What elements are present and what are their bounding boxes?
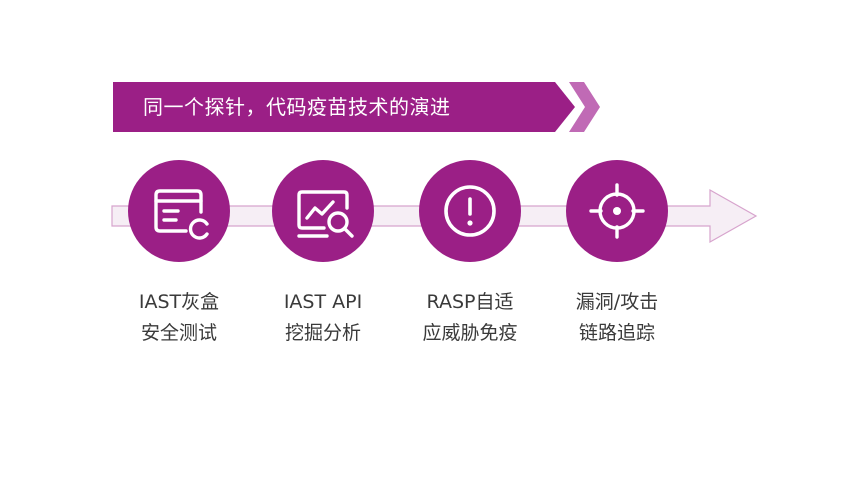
step-4-line2: 链路追踪: [578, 322, 655, 344]
document-edit-icon: [154, 189, 209, 240]
alert-circle-icon: [444, 185, 496, 237]
title-banner: 同一个探针，代码疫苗技术的演进: [113, 82, 600, 132]
step-2-line2: 挖掘分析: [284, 322, 361, 344]
step-2-label: IAST API 挖掘分析: [243, 287, 403, 349]
step-2-node: [272, 160, 374, 262]
step-1-label: IAST灰盒 安全测试: [99, 287, 259, 349]
banner-title: 同一个探针，代码疫苗技术的演进: [143, 95, 451, 119]
crosshair-target-icon: [589, 183, 645, 239]
step-1-line2: 安全测试: [140, 322, 217, 344]
step-3-node: [419, 160, 521, 262]
monitor-search-icon: [297, 190, 354, 238]
step-4-node: [566, 160, 668, 262]
step-1-line1: IAST灰盒: [138, 291, 220, 313]
step-1-node: [128, 160, 230, 262]
step-3-line1: RASP自适: [426, 291, 514, 313]
banner-chevron-icon: [569, 82, 600, 132]
banner-shape: [113, 82, 600, 132]
step-4-line1: 漏洞/攻击: [575, 291, 659, 313]
step-4-label: 漏洞/攻击 链路追踪: [537, 287, 697, 349]
step-3-line2: 应威胁免疫: [422, 322, 518, 344]
step-2-line1: IAST API: [283, 291, 363, 313]
step-3-label: RASP自适 应威胁免疫: [390, 287, 550, 349]
